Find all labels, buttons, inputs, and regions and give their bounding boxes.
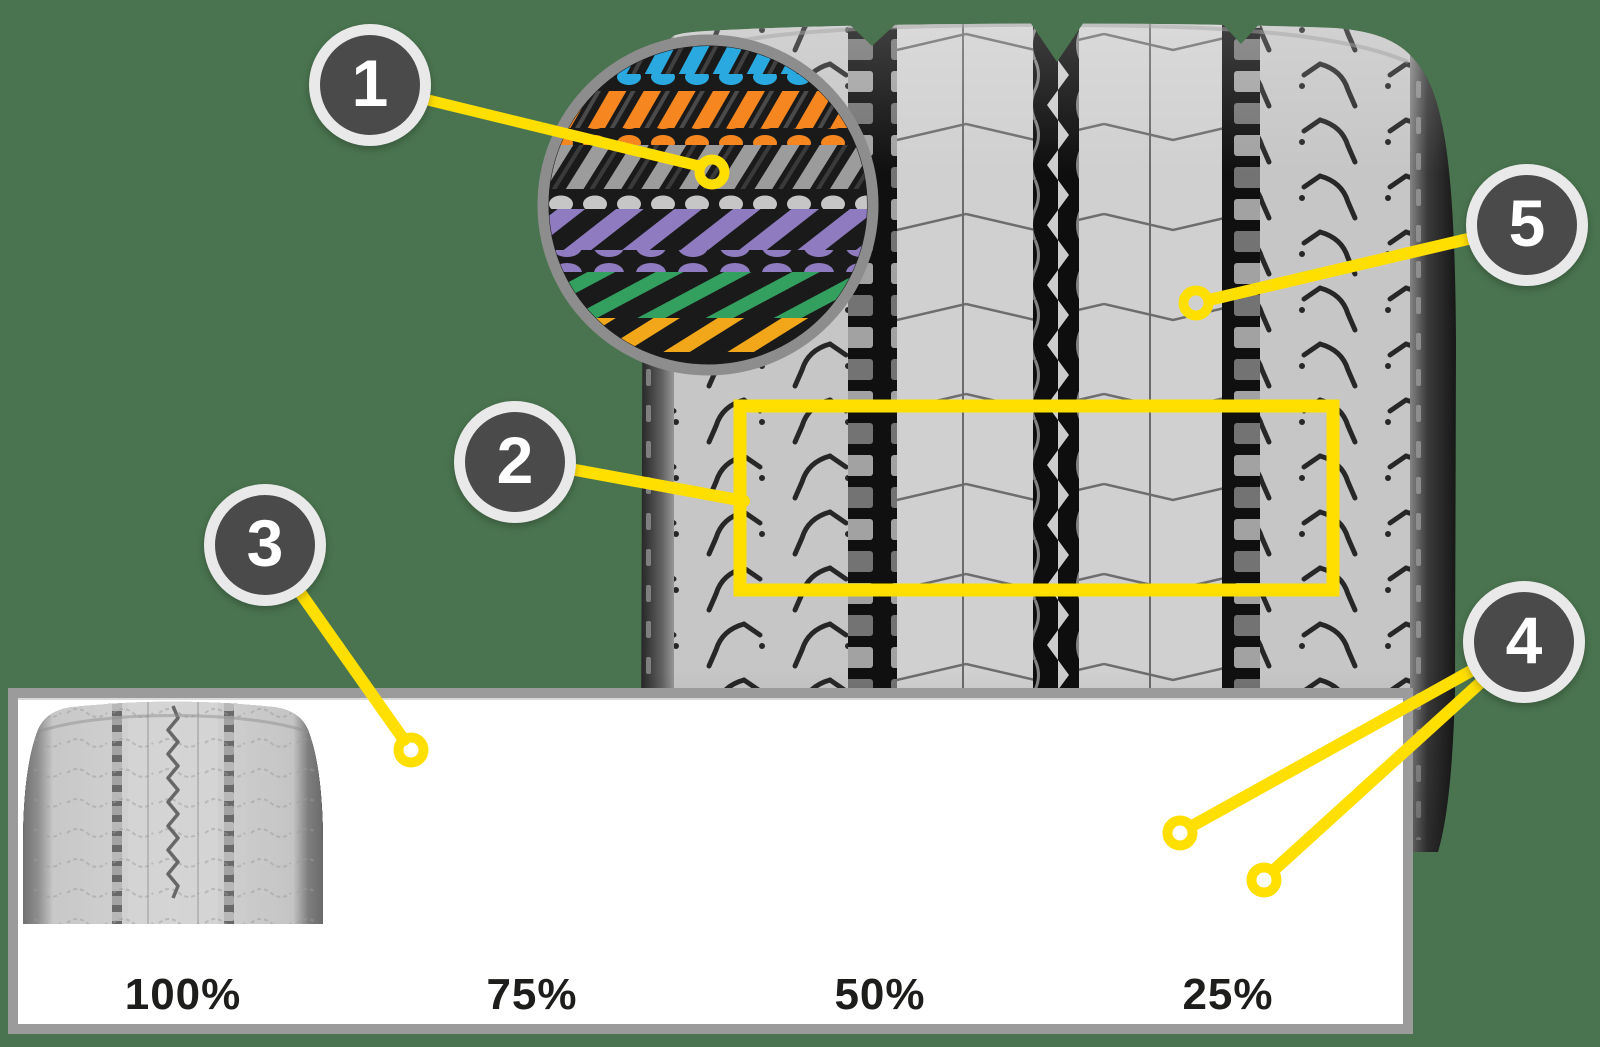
callout-badge-5: 5 xyxy=(1466,164,1588,286)
callout-number-2: 2 xyxy=(496,423,534,497)
callout-badge-1: 1 xyxy=(309,24,431,146)
carcass-layers-magnifier xyxy=(537,34,879,376)
layer-green-stripes xyxy=(549,272,867,318)
callout-badge-2: 2 xyxy=(454,401,576,523)
groove-notch xyxy=(1219,20,1263,44)
groove-notch xyxy=(845,20,900,46)
wear-label-50: 50% xyxy=(834,970,926,1019)
wear-label-25: 25% xyxy=(1182,970,1274,1019)
callout-number-5: 5 xyxy=(1508,186,1546,260)
layer-blue-cords xyxy=(549,74,867,91)
wear-label-100: 100% xyxy=(124,970,242,1019)
layer-orange-cords xyxy=(549,128,867,145)
layer-purple-stripes xyxy=(549,209,867,250)
layer-silver-cords xyxy=(549,189,867,209)
wear-label-75: 75% xyxy=(486,970,578,1019)
callout-number-4: 4 xyxy=(1505,603,1543,677)
callout-badge-3: 3 xyxy=(204,484,326,606)
groove-notch xyxy=(1030,22,1084,62)
callout-badge-4: 4 xyxy=(1463,581,1585,703)
layer-purple-cords xyxy=(549,250,867,272)
layer-gray-stripes xyxy=(549,145,867,189)
tire-wear-25-image xyxy=(23,701,323,924)
callout-number-3: 3 xyxy=(246,506,284,580)
tread-wear-panel: 100% 75% 50% 25% xyxy=(8,688,1413,1034)
callout-number-1: 1 xyxy=(351,46,389,120)
